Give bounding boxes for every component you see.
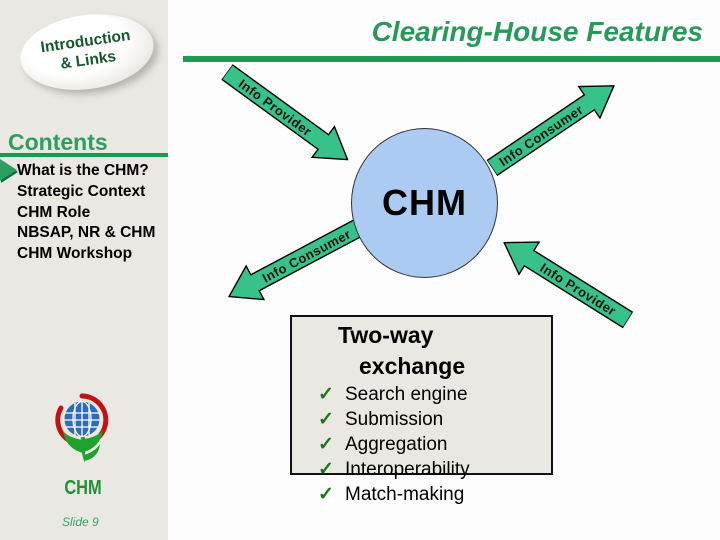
arrow-shape-icon: [486, 85, 615, 177]
exchange-feature-item: ✓ Search engine: [318, 382, 551, 407]
check-icon: ✓: [318, 384, 334, 405]
exchange-title-line2: exchange: [359, 353, 466, 379]
arrow-label: Info Consumer: [495, 101, 586, 169]
slide-number: Slide 9: [62, 515, 99, 529]
contents-item: CHM Role: [17, 203, 91, 221]
arrow-label: Info Consumer: [259, 225, 354, 286]
exchange-feature-item: ✓ Submission: [318, 407, 551, 432]
contents-item: Strategic Context: [17, 182, 146, 200]
exchange-title-line1: Two-way: [338, 322, 434, 348]
arrow-info-consumer-top-right: Info Consumer: [481, 69, 626, 185]
arrow-info-provider-top-left: Info Provider: [215, 56, 360, 177]
check-icon: ✓: [318, 484, 334, 505]
arrow-shape-icon: [220, 63, 349, 161]
title-underline: [183, 56, 720, 62]
arrow-info-provider-bottom-right: Info Provider: [493, 225, 639, 337]
contents-item: What is the CHM?: [17, 162, 149, 179]
exchange-feature-label: Interoperability: [345, 459, 470, 480]
exchange-feature-list: ✓Search engine ✓Submission ✓Aggregation …: [292, 382, 551, 507]
contents-item: NBSAP, NR & CHM: [17, 224, 156, 242]
logo-text: CHM: [64, 477, 102, 499]
exchange-feature-item: ✓ Match-making: [318, 482, 551, 507]
exchange-feature-label: Match-making: [345, 484, 465, 505]
chm-globe-logo-icon: [55, 393, 109, 463]
check-icon: ✓: [318, 459, 334, 480]
contents-underline: [0, 153, 168, 157]
contents-item: CHM Workshop: [17, 245, 133, 263]
arrow-info-consumer-bottom-left: Info Consumer: [219, 210, 368, 314]
check-icon: ✓: [318, 434, 334, 455]
check-icon: ✓: [318, 409, 334, 430]
exchange-feature-item: ✓ Aggregation: [318, 432, 551, 457]
exchange-feature-label: Submission: [345, 409, 444, 430]
two-way-exchange-box: Two-way exchange ✓ Search engine ✓ Submiss…: [290, 315, 553, 505]
arrow-shape-icon: [503, 241, 634, 329]
page-title: Clearing-House Features: [371, 16, 703, 47]
contents-list: What is the CHM? Strategic Context CHM R…: [17, 161, 217, 265]
exchange-feature-item: ✓ Interoperability: [318, 457, 551, 482]
arrow-shape-icon: [227, 219, 364, 301]
contents-heading: Contents: [8, 129, 108, 155]
current-item-arrow-icon: [0, 159, 17, 181]
exchange-feature-label: Search engine: [345, 384, 468, 405]
arrow-label: Info Provider: [236, 75, 316, 139]
hub-label: CHM: [382, 182, 467, 223]
exchange-feature-label: Aggregation: [345, 434, 448, 455]
chm-hub-circle: CHM: [351, 128, 498, 278]
